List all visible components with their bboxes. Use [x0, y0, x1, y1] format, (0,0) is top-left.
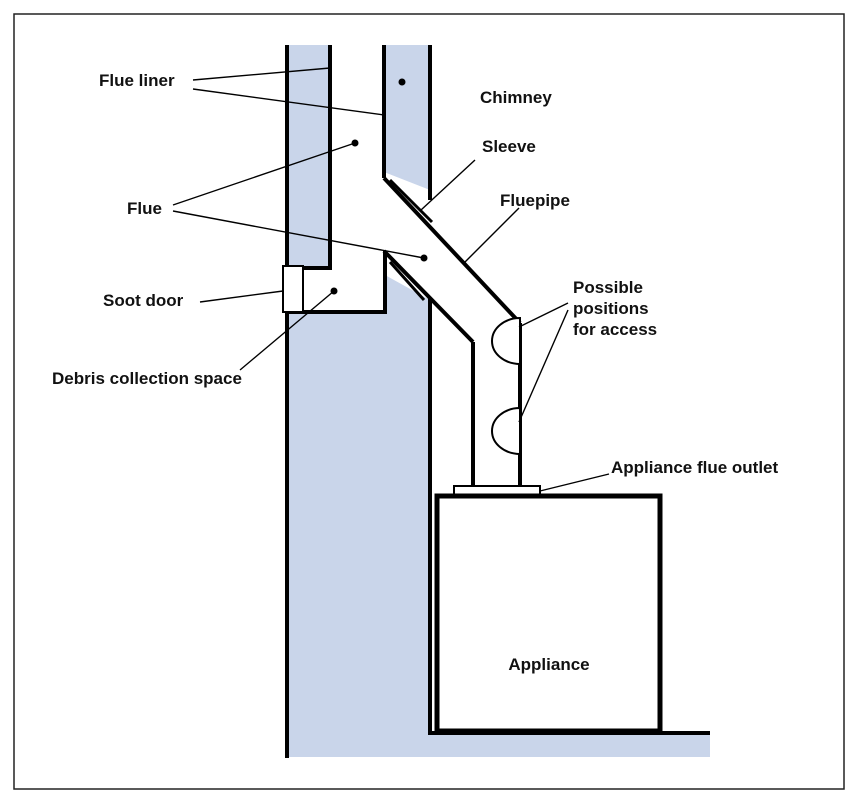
sleeve-marks [388, 178, 434, 302]
flue-liner-walls [285, 45, 432, 758]
chimney-masonry [287, 45, 710, 757]
label-possible-positions-line2: positions [573, 299, 649, 318]
label-sleeve: Sleeve [482, 137, 536, 156]
location-dots [330, 78, 428, 295]
appliance-box [434, 493, 663, 734]
soot-door [282, 265, 304, 313]
label-debris-collection-space: Debris collection space [52, 369, 242, 388]
label-possible-positions-line1: Possible [573, 278, 643, 297]
label-flue: Flue [127, 199, 162, 218]
label-appliance: Appliance [508, 655, 589, 674]
label-appliance-flue-outlet: Appliance flue outlet [611, 458, 779, 477]
label-chimney: Chimney [480, 88, 552, 107]
label-fluepipe: Fluepipe [500, 191, 570, 210]
label-possible-positions-line3: for access [573, 320, 657, 339]
label-flue-liner: Flue liner [99, 71, 175, 90]
access-positions [491, 316, 521, 456]
leader-lines [172, 67, 610, 492]
label-soot-door: Soot door [103, 291, 184, 310]
diagram-frame [13, 13, 845, 790]
